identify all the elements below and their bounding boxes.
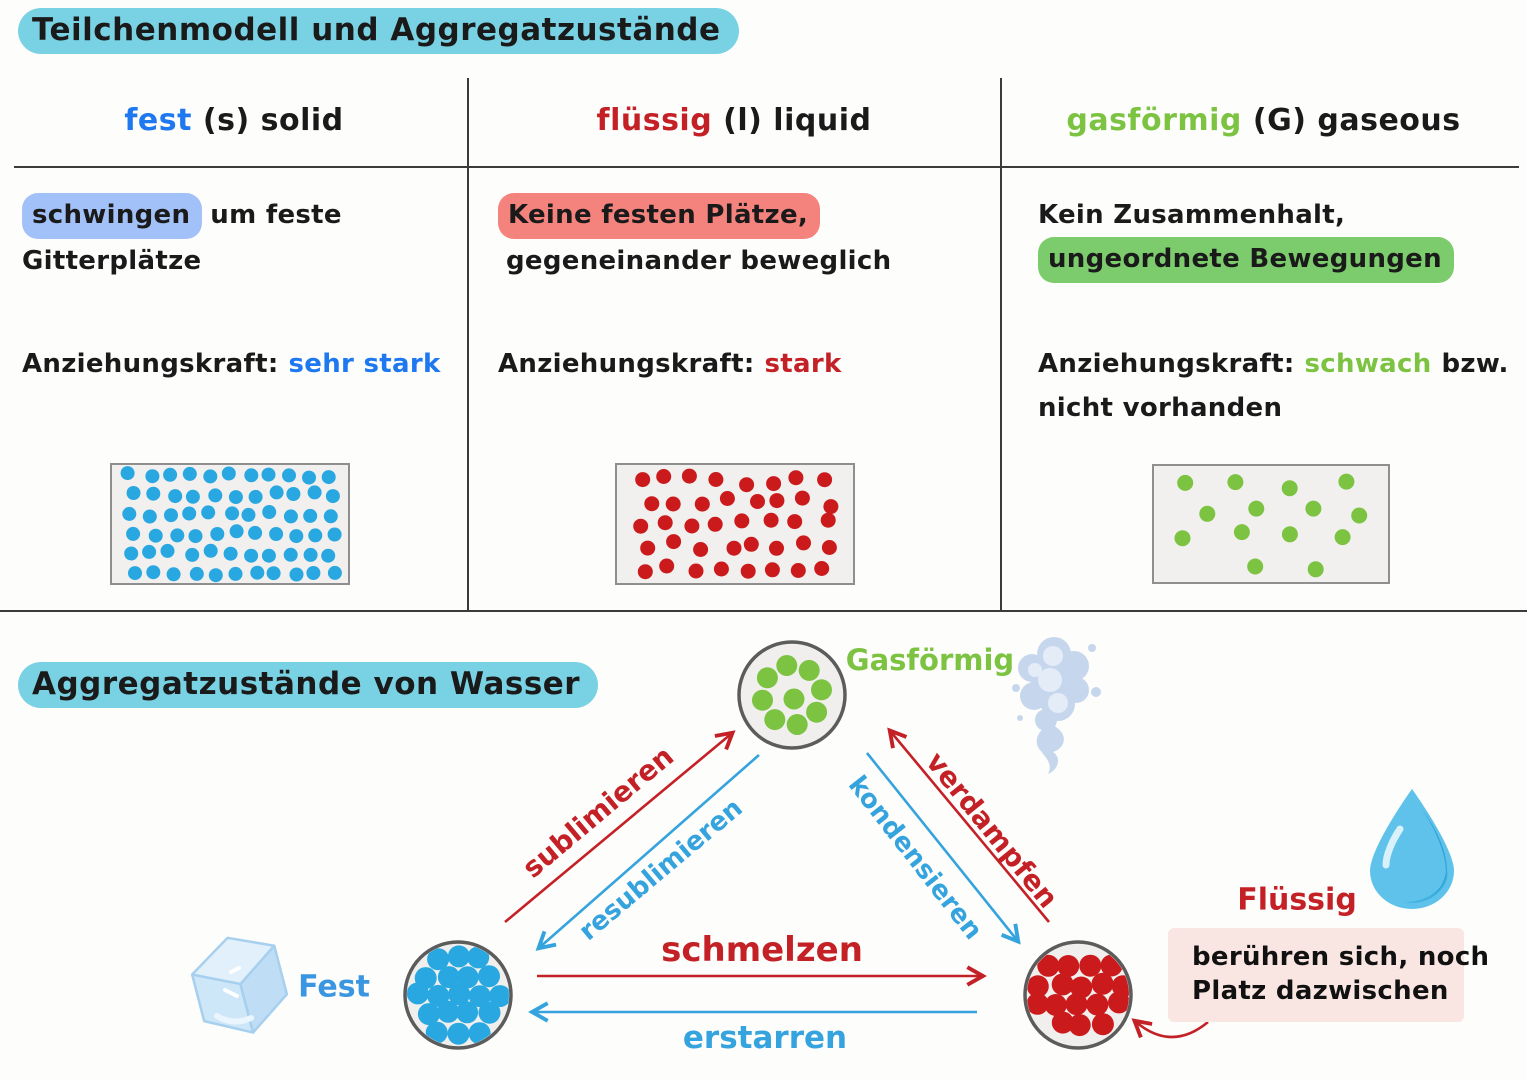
solid-attraction-label: Anziehungskraft: bbox=[22, 349, 279, 379]
main-title-pill: Teilchenmodell und Aggregatzustände bbox=[18, 8, 739, 54]
header-liquid-rest: (l) liquid bbox=[723, 103, 872, 138]
verdampfen-arrow bbox=[891, 732, 1050, 923]
solid-particle-box bbox=[110, 463, 350, 585]
header-liquid: flüssig (l) liquid bbox=[468, 103, 1000, 138]
gas-attraction-line2: nicht vorhanden bbox=[1038, 393, 1283, 423]
ice-cube-icon bbox=[190, 936, 289, 1034]
solid-desc-rest: um feste bbox=[210, 200, 342, 230]
liquid-desc-highlight: Keine festen Plätze, bbox=[498, 193, 821, 239]
liquid-attraction-value: stark bbox=[764, 349, 842, 379]
water-drop-icon bbox=[1370, 789, 1454, 909]
gas-desc-line1: Kein Zusammenhalt, bbox=[1038, 200, 1346, 230]
schmelzen-label: schmelzen bbox=[661, 930, 863, 970]
solid-state-label: Fest bbox=[298, 969, 370, 1005]
gas-particle-box bbox=[1152, 464, 1390, 584]
table-header-rule bbox=[14, 166, 1519, 168]
gas-particles bbox=[1174, 473, 1368, 578]
liquid-particles bbox=[633, 468, 839, 580]
header-solid-rest: (s) solid bbox=[202, 103, 344, 138]
header-solid-term: fest bbox=[124, 103, 192, 138]
liquid-attraction: Anziehungskraft: stark bbox=[498, 342, 842, 386]
gas-attraction-suffix: bzw. bbox=[1441, 349, 1509, 379]
liquid-state-label: Flüssig bbox=[1237, 882, 1357, 918]
solid-attraction: Anziehungskraft: sehr stark bbox=[22, 342, 441, 386]
header-gas-term: gasförmig bbox=[1066, 103, 1242, 138]
gas-attraction-label: Anziehungskraft: bbox=[1038, 349, 1295, 379]
gas-attraction: Anziehungskraft: schwach bzw. nicht vorhan… bbox=[1038, 342, 1509, 430]
liquid-note-line1: berühren sich, noch bbox=[1192, 942, 1490, 972]
gas-attraction-value: schwach bbox=[1304, 349, 1432, 379]
solid-circle-particles bbox=[407, 945, 509, 1045]
gas-state-label: Gasförmig bbox=[845, 643, 1015, 677]
header-gas-rest: (G) gaseous bbox=[1252, 103, 1461, 138]
liquid-desc-line2: gegeneinander beweglich bbox=[506, 246, 892, 276]
solid-attraction-value: sehr stark bbox=[288, 349, 441, 379]
resublimieren-arrow bbox=[540, 754, 760, 947]
table-bottom-rule bbox=[0, 610, 1527, 612]
solid-particles bbox=[120, 466, 342, 583]
water-title: Aggregatzustände von Wasser bbox=[18, 662, 599, 708]
water-title-pill: Aggregatzustände von Wasser bbox=[18, 662, 599, 708]
gas-description: Kein Zusammenhalt, ungeordnete Bewegunge… bbox=[1038, 193, 1454, 283]
kondensieren-arrow bbox=[865, 752, 1017, 940]
liquid-note-line2: Platz dazwischen bbox=[1192, 976, 1449, 1006]
header-gas: gasförmig (G) gaseous bbox=[1000, 103, 1527, 138]
solid-desc-line2: Gitterplätze bbox=[22, 246, 202, 276]
header-solid: fest (s) solid bbox=[0, 103, 468, 138]
gas-circle-particles bbox=[752, 655, 832, 735]
header-liquid-term: flüssig bbox=[596, 103, 713, 138]
liquid-particle-box bbox=[615, 463, 855, 585]
erstarren-label: erstarren bbox=[682, 1020, 848, 1056]
gas-desc-highlight: ungeordnete Bewegungen bbox=[1038, 237, 1454, 283]
liquid-description: Keine festen Plätze, gegeneinander beweg… bbox=[498, 193, 891, 283]
liquid-note-box: berühren sich, noch Platz dazwischen bbox=[1168, 928, 1489, 1022]
note-pointer-arrow bbox=[1136, 1022, 1209, 1039]
steam-cloud-icon bbox=[1012, 637, 1101, 774]
main-title: Teilchenmodell und Aggregatzustände bbox=[18, 8, 739, 54]
liquid-attraction-label: Anziehungskraft: bbox=[498, 349, 755, 379]
table-divider-vertical-1 bbox=[467, 78, 469, 612]
solid-desc-highlight: schwingen bbox=[22, 193, 203, 239]
table-divider-vertical-2 bbox=[1000, 78, 1002, 612]
sublimieren-arrow bbox=[504, 734, 731, 923]
